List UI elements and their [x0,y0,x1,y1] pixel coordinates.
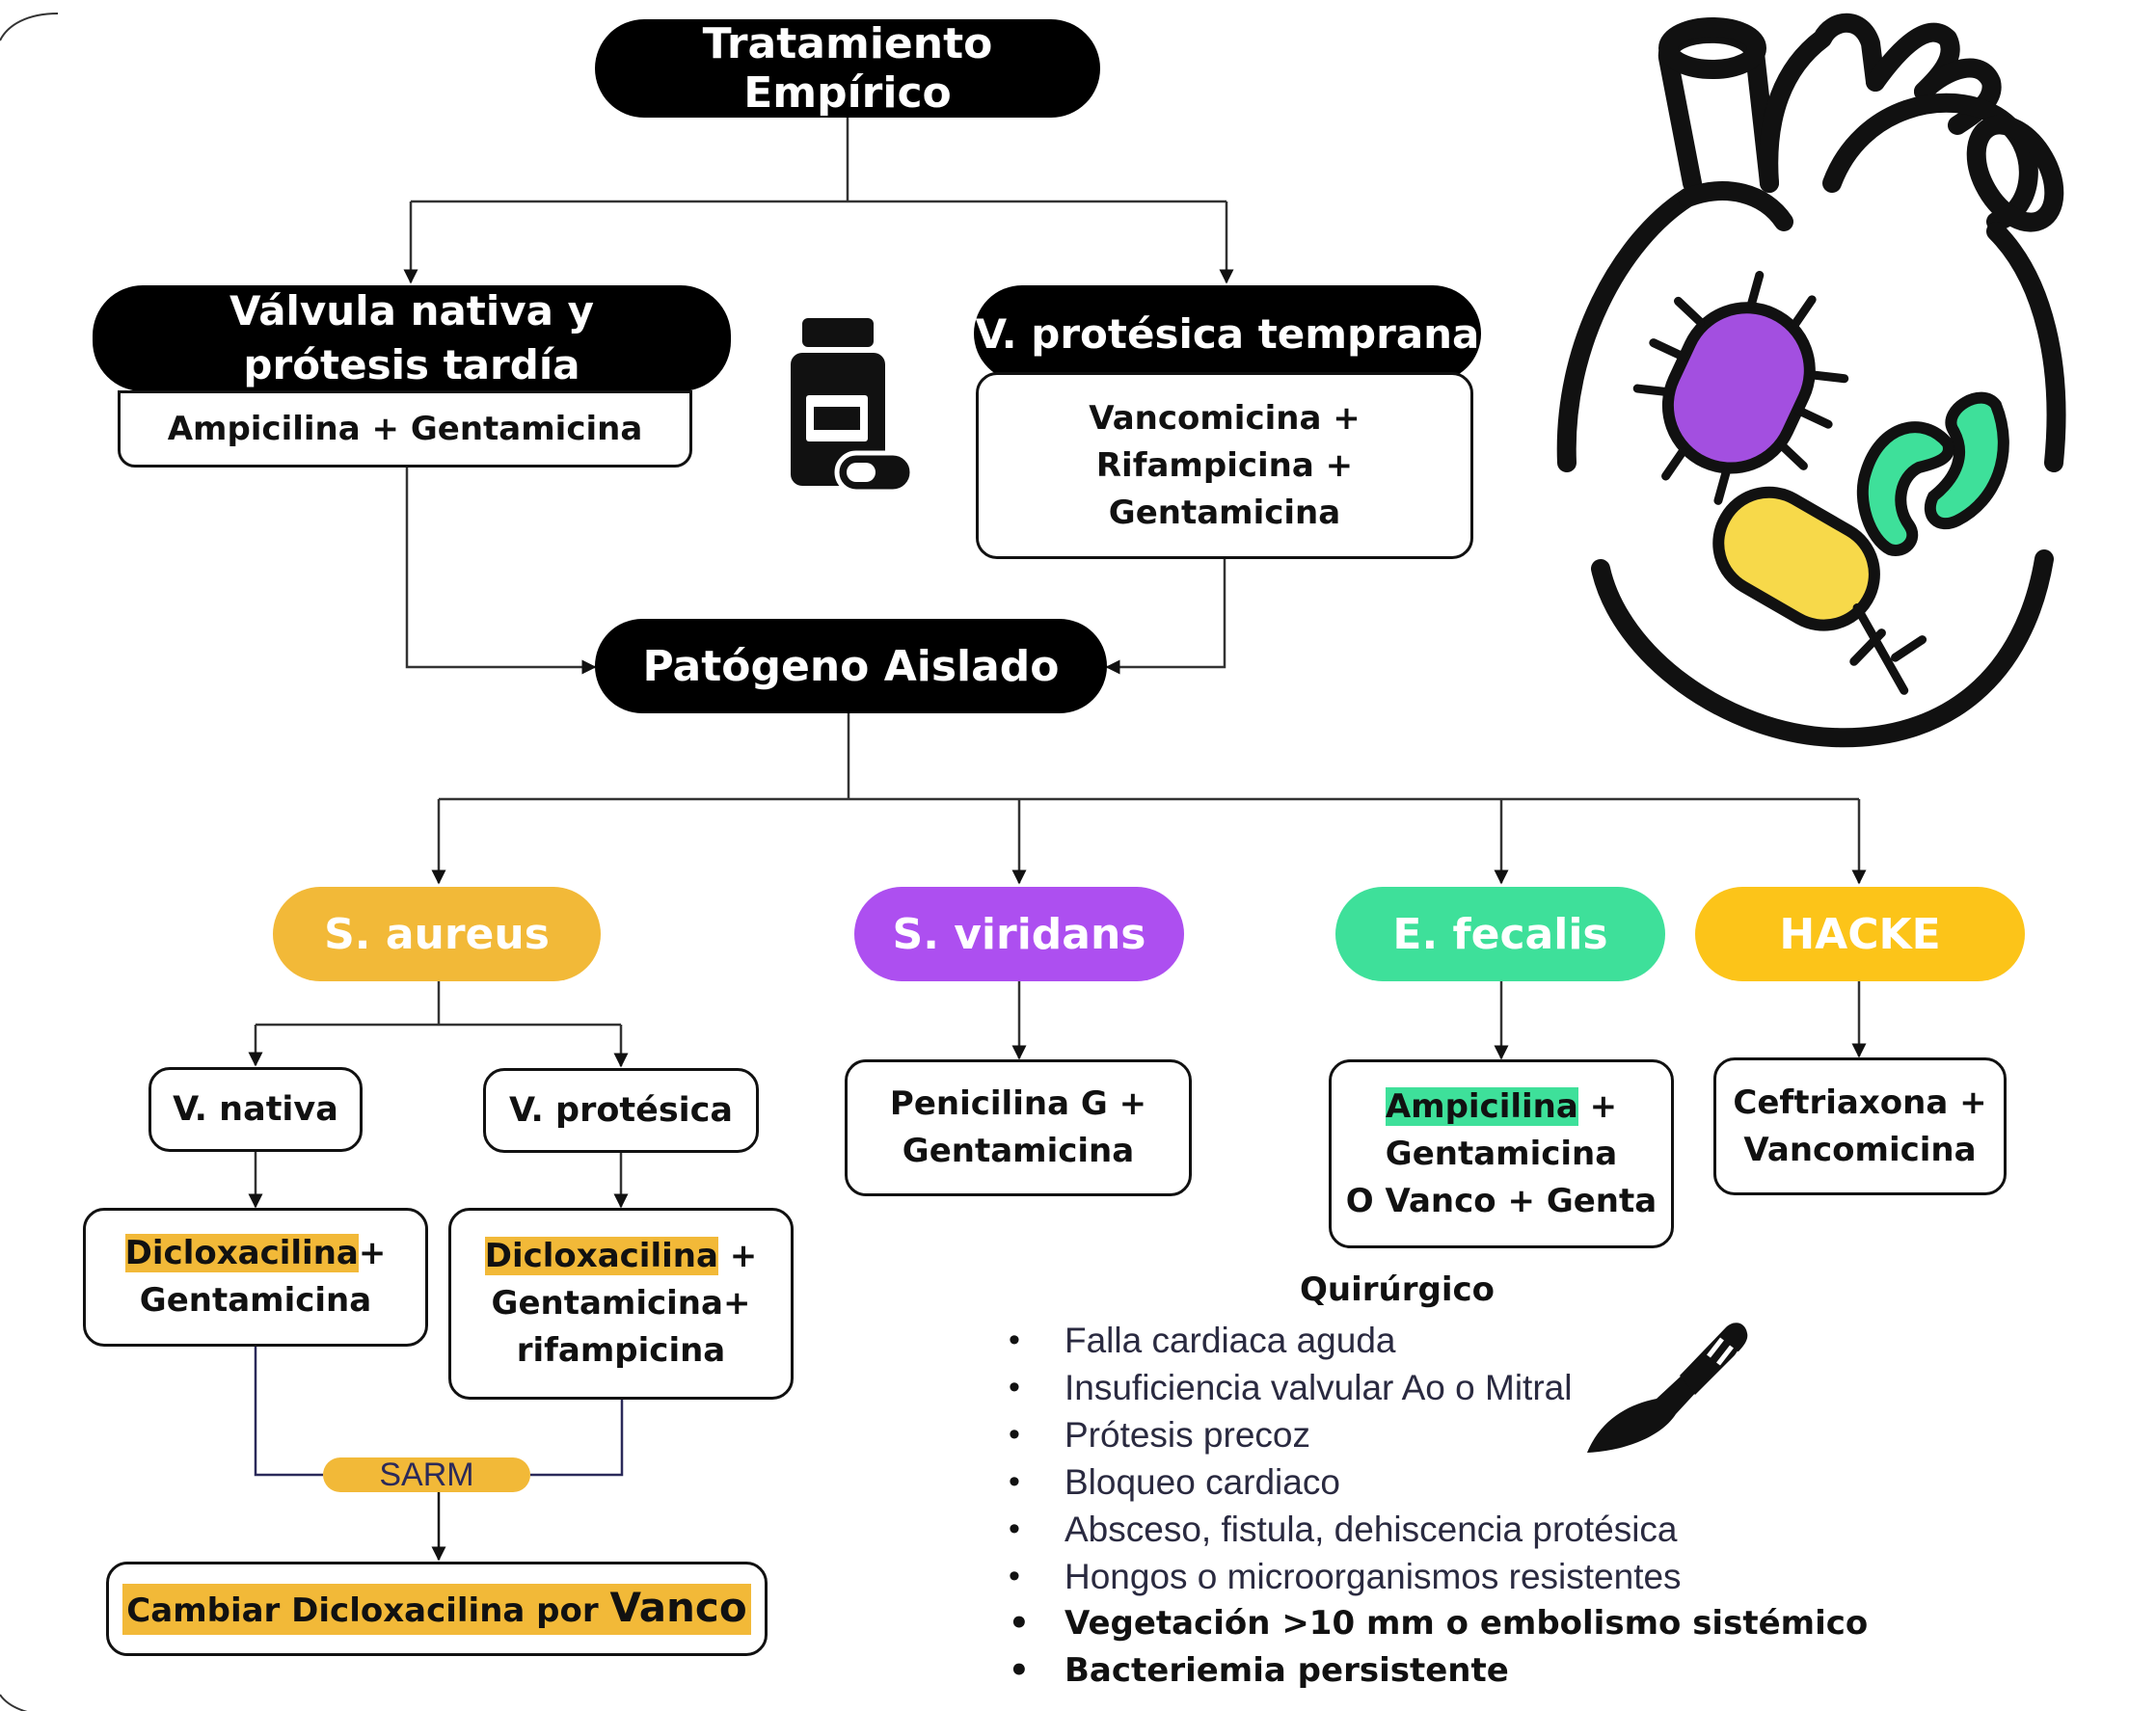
prosthetic-regimen-line-3: rifampicina [516,1331,726,1370]
native-regimen-plus: + [358,1234,387,1272]
surgery-item: Prótesis precoz [1009,1411,1868,1458]
change-to-vanco-box: Cambiar Dicloxacilina por Vanco [106,1562,768,1656]
prosthetic-regimen-plus: + [717,1237,758,1275]
early-prosthetic-header: V. protésica temprana [974,285,1481,382]
fecalis-regimen: Ampicilina + Gentamicina O Vanco + Genta [1329,1059,1674,1248]
early-regimen-line-2: Rifampicina + [1095,445,1354,485]
native-valve-regimen-text: Ampicilina + Gentamicina [167,409,643,448]
hacke-regimen-line-1: Ceftriaxona + [1733,1083,1987,1122]
viridans-regimen-line-1: Penicilina G + [889,1084,1147,1123]
surgery-title: Quirúrgico [1300,1270,1496,1309]
pill-bottle-icon [791,318,911,495]
fecalis-regimen-line-2: Gentamicina [1385,1134,1618,1173]
change-to-vanco-emph: Vanco [609,1583,747,1631]
surgery-item: Absceso, fistula, dehiscencia protésica [1009,1506,1868,1553]
root-node: Tratamiento Empírico [595,19,1100,118]
organism-s-viridans: S. viridans [854,887,1184,981]
aureus-prosthetic-regimen: Dicloxacilina + Gentamicina+ rifampicina [448,1208,794,1400]
ampicilina-highlight: Ampicilina [1385,1086,1578,1126]
viridans-regimen: Penicilina G + Gentamicina [845,1059,1192,1196]
dicloxacilina-highlight: Dicloxacilina [124,1234,359,1272]
aureus-native-regimen: Dicloxacilina+ Gentamicina [83,1208,428,1347]
native-valve-regimen: Ampicilina + Gentamicina [118,390,692,468]
sarm-badge: SARM [323,1457,530,1493]
surgery-item: Vegetación >10 mm o embolismo sistémico [1009,1600,1868,1647]
scalpel-icon [1587,1323,1748,1453]
prosthetic-regimen-line-2: Gentamicina+ [491,1284,751,1323]
native-regimen-line-2: Gentamicina [139,1281,372,1320]
hacke-regimen: Ceftriaxona + Vancomicina [1713,1057,2007,1195]
early-regimen-line-3: Gentamicina [1108,493,1341,532]
dicloxacilina-highlight: Dicloxacilina [484,1237,718,1275]
surgery-item: Bloqueo cardiaco [1009,1458,1868,1506]
hacke-regimen-line-2: Vancomicina [1743,1130,1977,1169]
organism-e-fecalis: E. fecalis [1335,887,1665,981]
aureus-prosthetic-label: V. protésica [508,1090,734,1130]
aureus-prosthetic-box: V. protésica [483,1068,759,1153]
early-prosthetic-regimen: Vancomicina + Rifampicina + Gentamicina [976,372,1473,559]
viridans-regimen-line-2: Gentamicina [902,1132,1135,1170]
aureus-native-box: V. nativa [148,1067,363,1152]
native-valve-header: Válvula nativa y prótesis tardía [93,285,731,391]
aureus-native-label: V. nativa [173,1089,338,1129]
early-regimen-line-1: Vancomicina + [1089,398,1361,438]
surgery-item: Bacteriemia persistente [1009,1647,1868,1695]
organism-s-aureus: S. aureus [273,887,601,981]
pathogen-node: Patógeno Aislado [595,619,1107,713]
surgery-item: Falla cardiaca aguda [1009,1317,1868,1364]
heart-bacteria-icon [1556,13,2066,748]
change-to-vanco-text: Cambiar Dicloxacilina por [126,1591,610,1630]
change-to-vanco-highlight: Cambiar Dicloxacilina por Vanco [122,1583,751,1635]
fecalis-regimen-plus: + [1577,1086,1618,1126]
surgery-criteria-list: Falla cardiaca aguda Insuficiencia valvu… [1009,1317,1868,1695]
organism-hacke: HACKE [1695,887,2025,981]
surgery-item: Hongos o microorganismos resistentes [1009,1553,1868,1600]
fecalis-regimen-line-3: O Vanco + Genta [1345,1181,1657,1220]
surgery-item: Insuficiencia valvular Ao o Mitral [1009,1364,1868,1411]
